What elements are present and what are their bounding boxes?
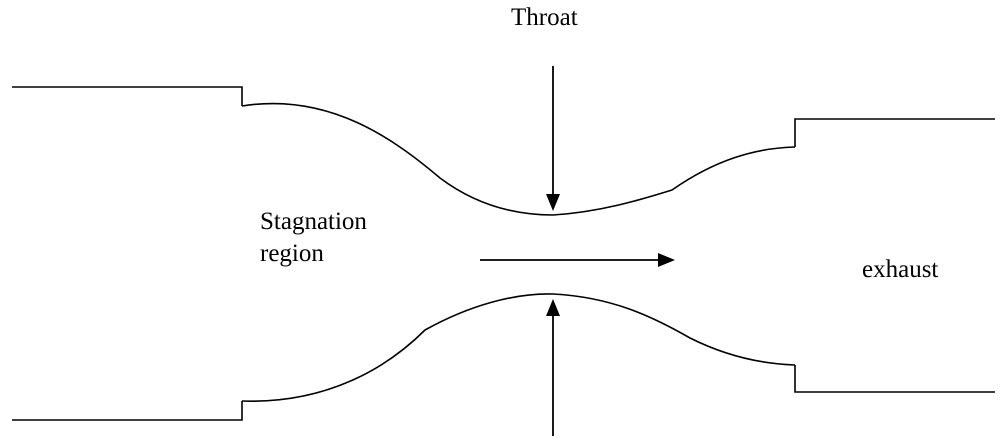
nozzle-upper-contour bbox=[241, 102, 796, 216]
stagnation-chamber-top-wall bbox=[12, 86, 243, 106]
exhaust-label: exhaust bbox=[862, 256, 939, 283]
stagnation-region-label-line2: region bbox=[260, 240, 324, 267]
throat-arrow-top-head bbox=[546, 194, 560, 211]
throat-label: Throat bbox=[511, 4, 578, 31]
exhaust-chamber-outline bbox=[794, 118, 995, 393]
stagnation-chamber-bottom-wall bbox=[12, 401, 243, 421]
throat-arrow-bottom-head bbox=[546, 299, 560, 316]
flow-direction-arrow-head bbox=[658, 253, 675, 267]
stagnation-region-label-line1: Stagnation bbox=[260, 208, 367, 235]
nozzle-lower-contour bbox=[241, 293, 796, 402]
